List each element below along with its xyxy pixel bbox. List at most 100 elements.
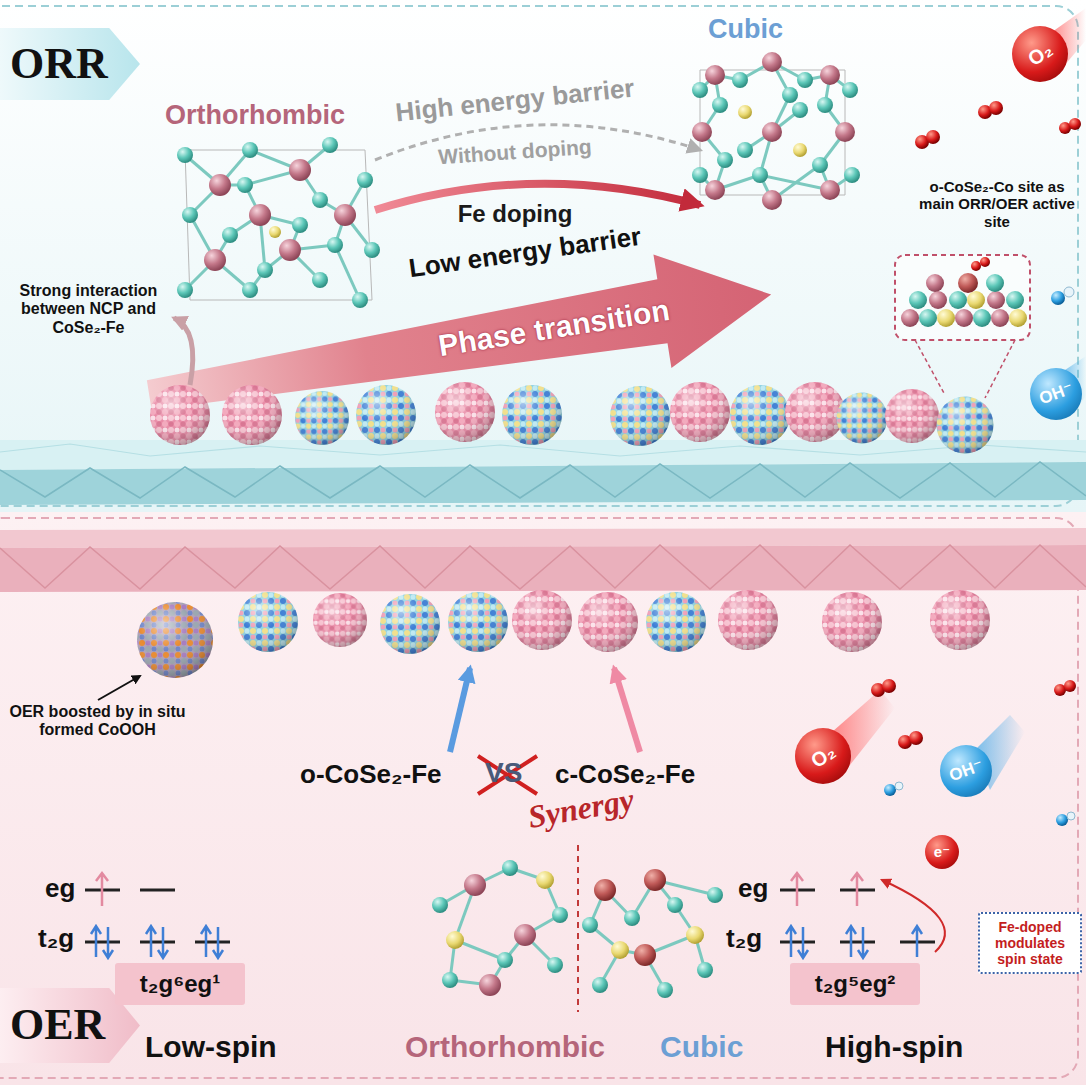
zoom-inset [967,291,985,309]
nanoparticle [578,592,638,652]
cubic-crystal [732,72,748,88]
leader-arrow [174,318,193,385]
zoom-inset [915,340,1015,398]
cubic-cluster [657,982,673,998]
orthorhombic-cluster [446,871,554,949]
zoom-inset [901,309,919,327]
phase-name: Cubic [708,14,783,45]
orthorhombic-cluster [464,874,486,896]
process-tag: ORR [0,28,140,100]
cubic-cluster [590,880,715,990]
carbon-sheet [0,462,1086,505]
zoom-inset [991,309,1009,327]
orthorhombic-cluster [536,871,554,889]
oxygen-molecule [989,101,1003,115]
orthorhombic-cluster [440,868,560,985]
orthorhombic-crystal [257,262,273,278]
orthorhombic-crystal [177,137,380,308]
orthorhombic-crystal [242,142,258,158]
carbon-sheet [0,444,1086,456]
orthorhombic-crystal [334,204,356,226]
cross-mark [478,756,537,794]
cubic-cluster [624,910,640,926]
nanoparticle [356,385,416,445]
cubic-crystal [705,180,725,200]
zoom-inset [929,291,947,309]
orthorhombic-crystal [204,159,356,271]
orthorhombic-crystal [335,245,360,300]
note: o-CoSe₂-Co site as main ORR/OER active s… [912,178,1082,230]
orthorhombic-cluster [432,897,448,913]
versus-label: VS [485,757,522,789]
cubic-crystal [712,97,728,113]
orthorhombic-crystal [312,272,328,288]
energy-levels [780,873,945,958]
zoom-inset [919,309,937,327]
orthorhombic-crystal [357,172,373,188]
carbon-sheet [0,462,1086,498]
cubic-cluster [686,926,704,944]
water-molecule [1067,812,1075,820]
bottom-panel [0,512,1086,1085]
cubic-crystal [692,167,708,183]
leader-arrow [98,676,140,700]
top-panel [0,0,1086,512]
config-box: t₂g⁵eg² [790,963,920,1005]
water-molecule [1056,814,1068,826]
phase-name: Orthorhombic [165,100,345,131]
energy-levels [846,926,868,958]
cubic-crystal [842,82,858,98]
node-text: OH⁻ [946,756,985,786]
note: OER boosted by in situ formed CoOOH [5,703,190,740]
orthorhombic-cluster [547,957,563,973]
water-molecule [1064,287,1074,297]
orthorhombic-crystal [322,137,338,153]
nanoparticle [937,397,994,454]
orthorhombic-crystal [185,150,372,300]
nanoparticle [238,592,298,652]
note-box: Fe-doped modulates spin state [978,912,1082,974]
orthorhombic-crystal [209,174,231,196]
config-box: t₂g⁶eg¹ [115,963,245,1005]
material-label: o-CoSe₂-Fe [300,760,442,790]
oxygen-ball: O₂ [1012,26,1068,82]
zoom-inset [949,291,967,309]
energy-levels [791,873,863,906]
nanoparticle [313,593,367,647]
cubic-cluster [707,887,723,903]
node-text: O₂ [1023,38,1056,71]
nanoparticle [646,592,706,652]
zoom-inset [937,309,955,327]
carbon-sheet [0,440,1086,505]
orthorhombic-cluster [502,860,518,876]
oxygen-ball: O₂ [795,728,851,784]
nanoparticle [502,385,562,445]
energy-levels [786,926,922,958]
nanoparticle [718,590,778,650]
nanoparticle [930,590,990,650]
energy-levels [85,873,230,958]
zoom-inset [895,255,1030,340]
orbital-label: t₂g [726,924,762,954]
cubic-crystal [820,65,840,85]
zoom-inset [958,273,978,293]
panel-border [0,518,1078,1078]
cubic-crystal [692,52,855,210]
phase-name: Orthorhombic [405,1030,605,1065]
orthorhombic-cluster [464,874,536,996]
tag-shape [0,28,140,100]
node-text: OH⁻ [1036,379,1075,409]
cubic-crystal [738,105,807,157]
water-molecule [1051,287,1074,305]
cubic-crystal [692,122,712,142]
zoom-inset [1009,309,1027,327]
water-molecule [895,782,903,790]
cubic-crystal [762,52,782,72]
note: Strong interaction between NCP and CoSe₂… [6,282,171,337]
orthorhombic-crystal [364,242,380,258]
water-molecule [1051,291,1065,305]
nanoparticle [150,382,994,454]
spin-state: High-spin [825,1030,963,1065]
zoom-inset [971,261,981,271]
